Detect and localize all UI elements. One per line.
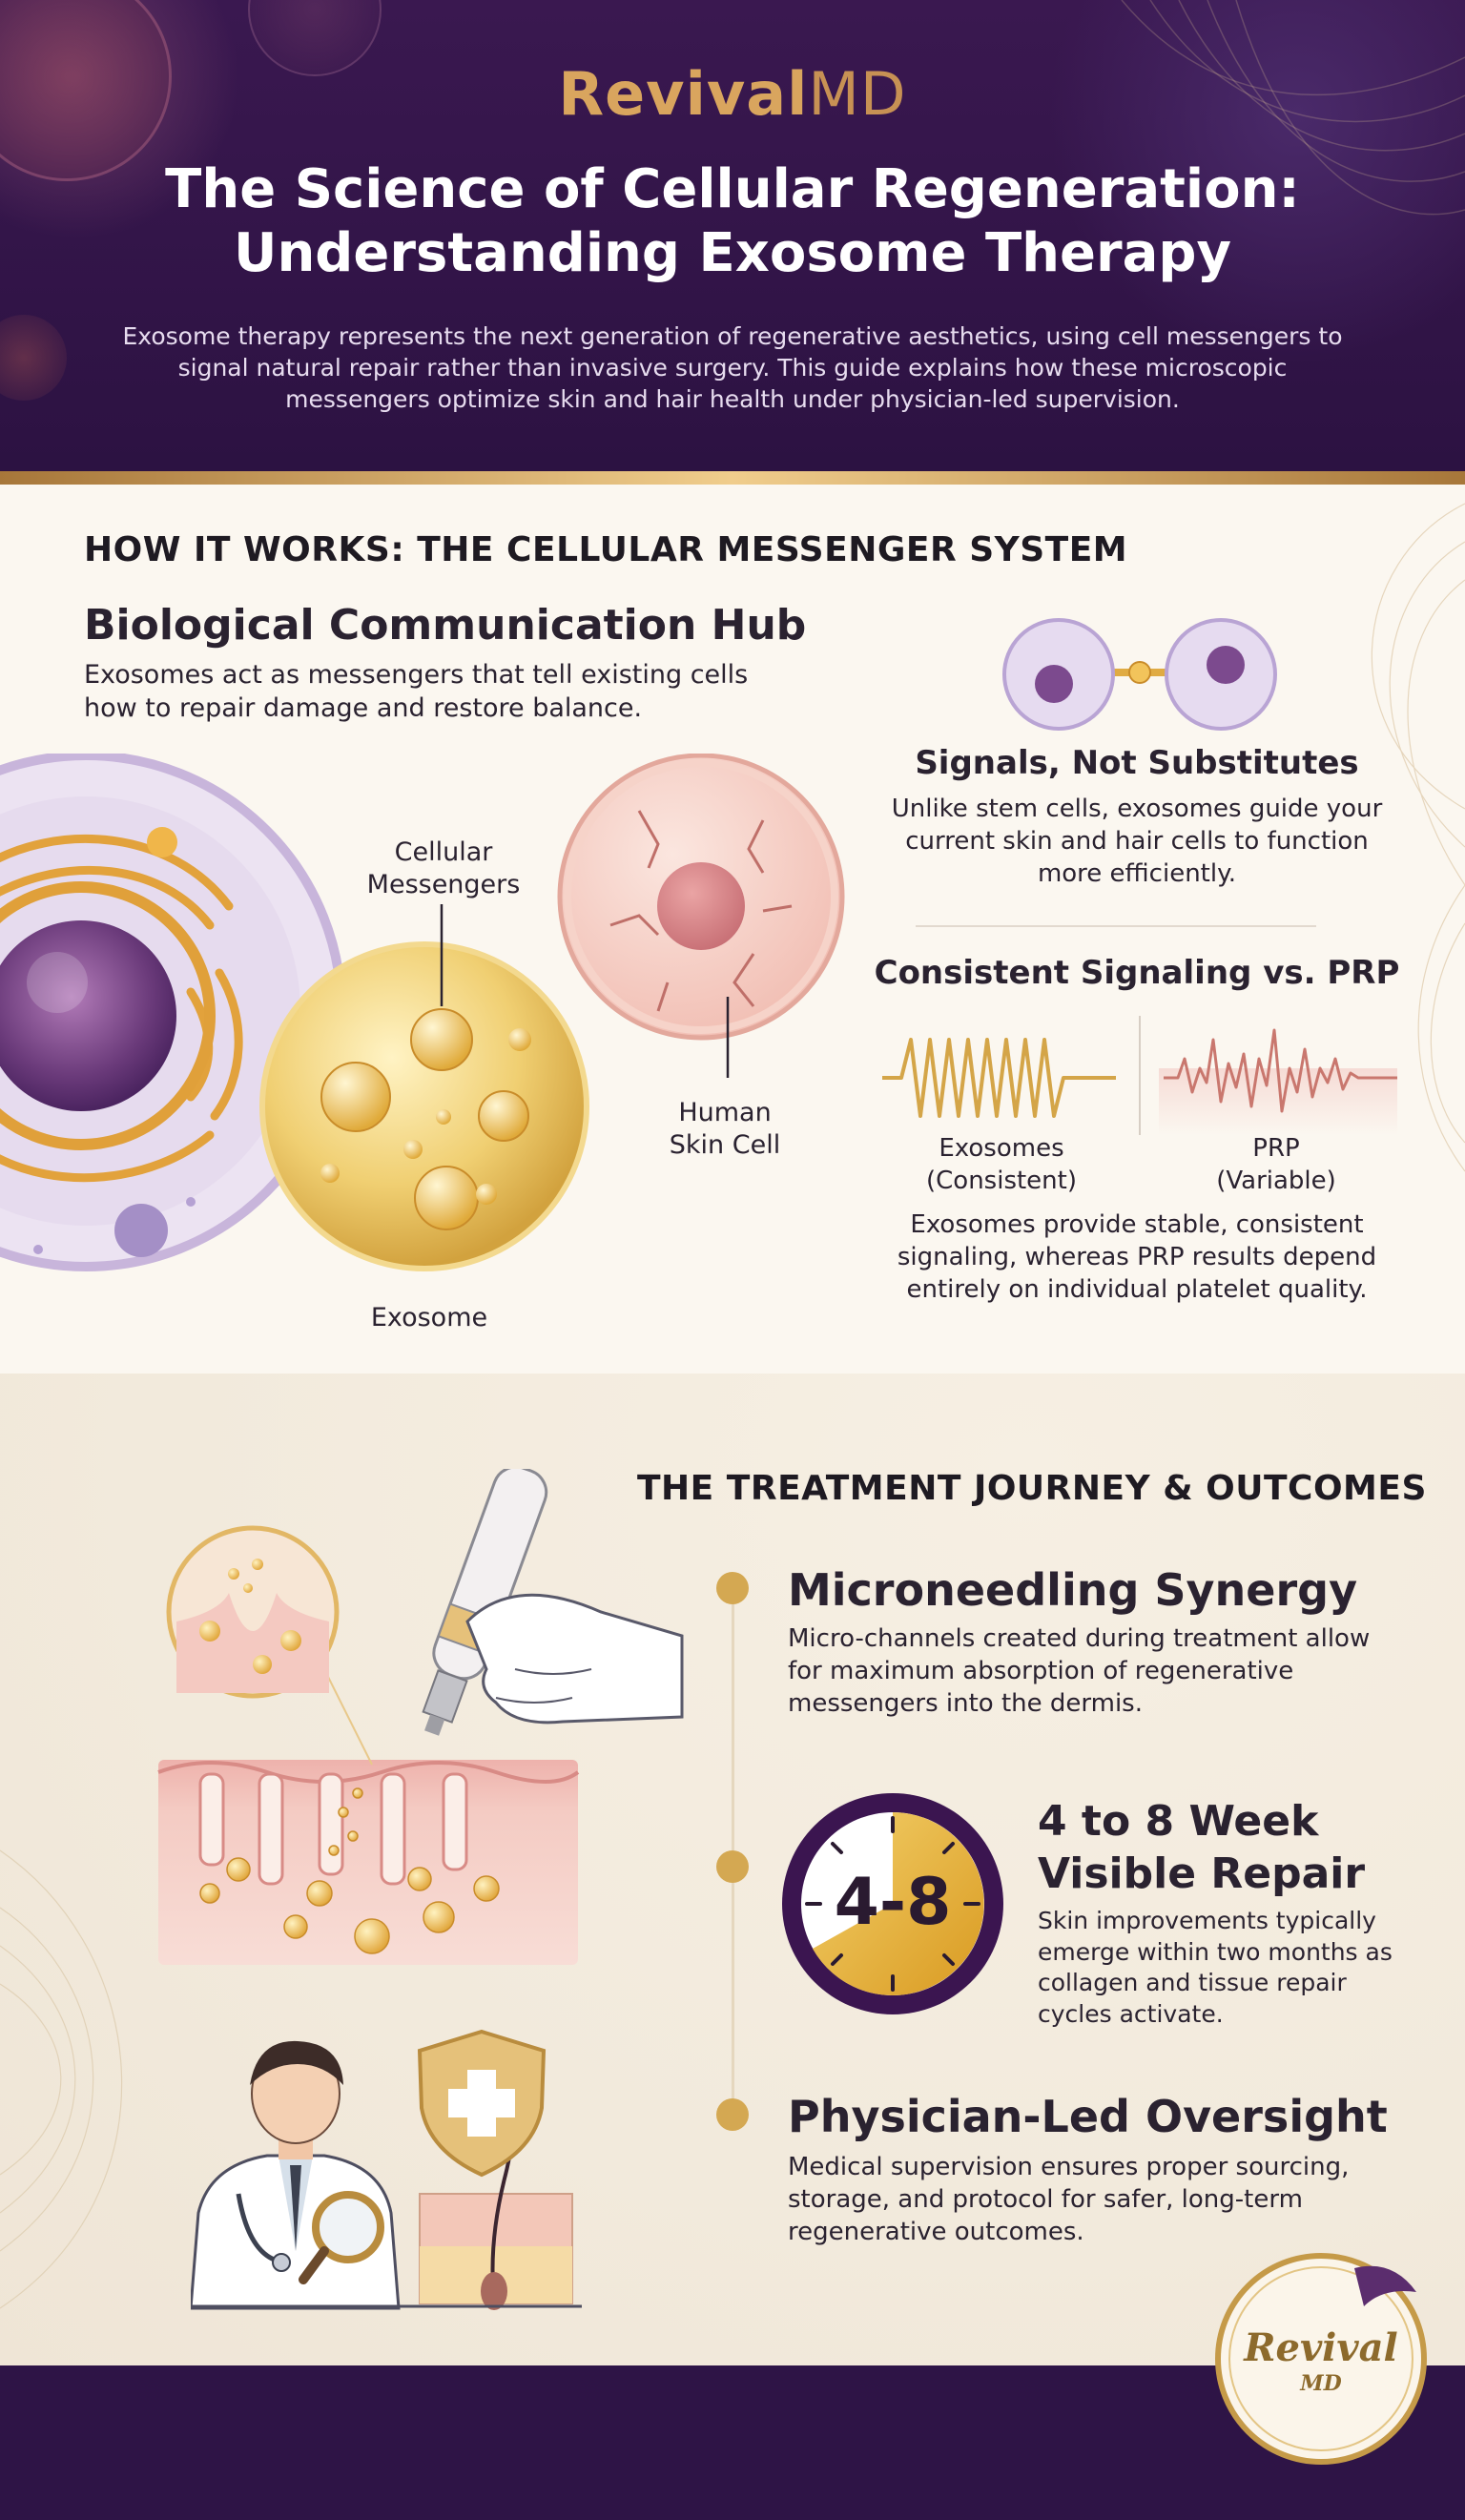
line-art-decoration	[0, 1849, 123, 2309]
seal-text-line-1: Revival	[1244, 2325, 1398, 2370]
physician-illustration	[191, 2029, 582, 2310]
skin-cell-label-line-2: Skin Cell	[669, 1129, 781, 1160]
skin-cell-label: Human Skin Cell	[649, 1097, 801, 1162]
brand-seal: Revival MD	[1211, 2249, 1431, 2468]
title-line-1: The Science of Cellular Regeneration:	[165, 158, 1300, 220]
prp-label-line-2: (Variable)	[1216, 1166, 1336, 1195]
seal-text-line-2: MD	[1300, 2371, 1342, 2396]
timeline-dot	[716, 2098, 749, 2131]
step-microneedling-text: Micro-channels created during treatment …	[788, 1624, 1371, 1718]
exosome-label: Exosome	[370, 1303, 488, 1332]
exosomes-label-line-2: (Consistent)	[925, 1166, 1077, 1195]
seal-ring-icon	[1215, 2253, 1427, 2465]
cell-orb-decoration	[0, 315, 67, 401]
messengers-label-line-1: Cellular	[394, 837, 493, 867]
step-physician-title: Physician-Led Oversight	[788, 2091, 1388, 2142]
header-banner: RevivalMD The Science of Cellular Regene…	[0, 0, 1465, 471]
exosomes-wave-label: Exosomes (Consistent)	[887, 1133, 1116, 1198]
brand-bold: Revival	[558, 59, 809, 129]
timer-label: 4-8	[834, 1865, 952, 1940]
page-title: The Science of Cellular Regeneration: Un…	[0, 157, 1465, 285]
messengers-label-line-2: Messengers	[366, 869, 521, 899]
timeline-dot	[716, 1850, 749, 1883]
cell-diagram	[0, 754, 845, 1271]
signal-comparison-graphic	[882, 1016, 1397, 1135]
linked-cells-icon	[1002, 618, 1277, 731]
exosome-icon	[259, 904, 589, 1271]
gold-divider	[0, 471, 1465, 485]
step-repair-title-line-1: 4 to 8 Week	[1038, 1797, 1319, 1846]
step-repair-text: Skin improvements typically emerge withi…	[1038, 1907, 1393, 2028]
step-repair-title: 4 to 8 Week Visible Repair	[1038, 1795, 1365, 1900]
line-art-decoration	[1371, 503, 1465, 1172]
timeline-dot	[716, 1572, 749, 1604]
hub-text: Exosomes act as messengers that tell exi…	[84, 660, 749, 724]
skin-cell-icon	[557, 754, 845, 1078]
large-cell-icon	[0, 754, 346, 1271]
brand-logo: RevivalMD	[0, 59, 1465, 129]
step-microneedling-title: Microneedling Synergy	[788, 1564, 1358, 1616]
exosomes-label-line-1: Exosomes	[939, 1134, 1064, 1163]
brand-light: MD	[808, 59, 907, 129]
microneedling-illustration	[157, 1469, 684, 1965]
variable-wave-icon	[1159, 1028, 1397, 1135]
journey-heading: THE TREATMENT JOURNEY & OUTCOMES	[637, 1469, 1427, 1508]
prp-wave-label: PRP (Variable)	[1162, 1133, 1391, 1198]
signals-text: Unlike stem cells, exosomes guide your c…	[891, 795, 1383, 888]
intro-text: Exosome therapy represents the next gene…	[122, 322, 1343, 413]
section-divider	[916, 925, 1316, 927]
step-physician-text: Medical supervision ensures proper sourc…	[788, 2153, 1350, 2246]
consistent-wave-icon	[882, 1038, 1116, 1118]
messengers-label: Cellular Messengers	[358, 837, 529, 901]
cell-orb-decoration	[0, 0, 172, 181]
step-repair-title-line-2: Visible Repair	[1038, 1849, 1366, 1898]
hub-title: Biological Communication Hub	[84, 601, 807, 650]
timer-icon	[782, 1793, 1003, 2014]
wave-lines-decoration	[1121, 0, 1465, 216]
title-line-2: Understanding Exosome Therapy	[233, 222, 1232, 285]
prp-label-line-1: PRP	[1252, 1134, 1300, 1163]
consistent-title: Consistent Signaling vs. PRP	[874, 954, 1400, 992]
how-it-works-heading: HOW IT WORKS: THE CELLULAR MESSENGER SYS…	[84, 530, 1128, 569]
skin-cell-label-line-1: Human	[678, 1098, 772, 1127]
signals-title: Signals, Not Substitutes	[915, 744, 1359, 782]
consistent-text: Exosomes provide stable, consistent sign…	[897, 1210, 1377, 1304]
